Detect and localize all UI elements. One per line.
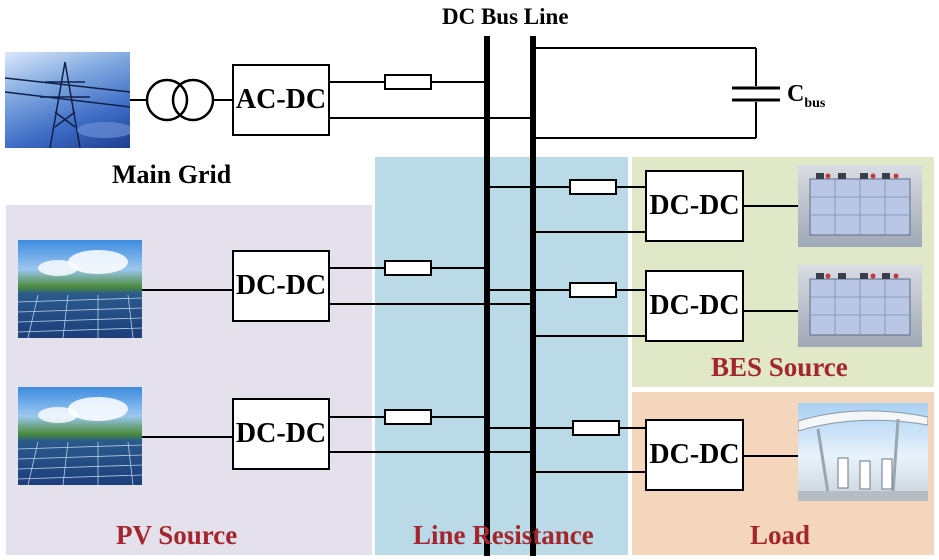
line-resistance-label: Line Resistance xyxy=(413,520,594,550)
line-resistor-grid xyxy=(384,74,432,90)
bes-dc-dc-converter-2: DC-DC xyxy=(645,270,744,342)
capacitor-symbol: C xyxy=(787,81,805,107)
load-label: Load xyxy=(750,520,811,550)
ev-charging-station-image xyxy=(798,403,928,501)
battery-pack-image-1 xyxy=(798,165,922,247)
capacitor-subscript: bus xyxy=(804,95,826,111)
solar-panel-image-1 xyxy=(18,240,142,338)
battery-drawing-1 xyxy=(809,173,911,236)
transmission-tower-image xyxy=(5,52,130,148)
line-resistor-bes-2 xyxy=(569,282,617,298)
load-dc-dc-converter: DC-DC xyxy=(645,419,744,491)
solar-panel-drawing-1 xyxy=(18,250,142,338)
tower-drawing xyxy=(5,61,130,148)
battery-drawing-2 xyxy=(809,273,911,336)
battery-pack-image-2 xyxy=(798,265,922,347)
line-resistor-pv-2 xyxy=(384,409,432,425)
line-resistor-pv-1 xyxy=(384,260,432,276)
dc-bus-line-title: DC Bus Line xyxy=(442,4,569,29)
capacitor-label: Cbus xyxy=(787,81,825,112)
bes-source-label: BES Source xyxy=(711,352,848,382)
solar-panel-image-2 xyxy=(18,387,142,485)
ac-dc-converter: AC-DC xyxy=(232,64,330,136)
pv-dc-dc-converter-2: DC-DC xyxy=(232,398,330,470)
main-grid-label: Main Grid xyxy=(112,160,232,189)
pv-dc-dc-converter-1: DC-DC xyxy=(232,250,330,322)
pv-source-label: PV Source xyxy=(116,520,238,550)
ev-charger-drawing xyxy=(798,410,928,501)
line-resistance-region xyxy=(375,157,628,555)
line-resistor-bes-1 xyxy=(569,179,617,195)
bes-dc-dc-converter-1: DC-DC xyxy=(645,170,744,242)
line-resistor-load xyxy=(572,420,620,436)
transformer-symbol xyxy=(145,78,215,122)
solar-panel-drawing-2 xyxy=(18,397,142,485)
